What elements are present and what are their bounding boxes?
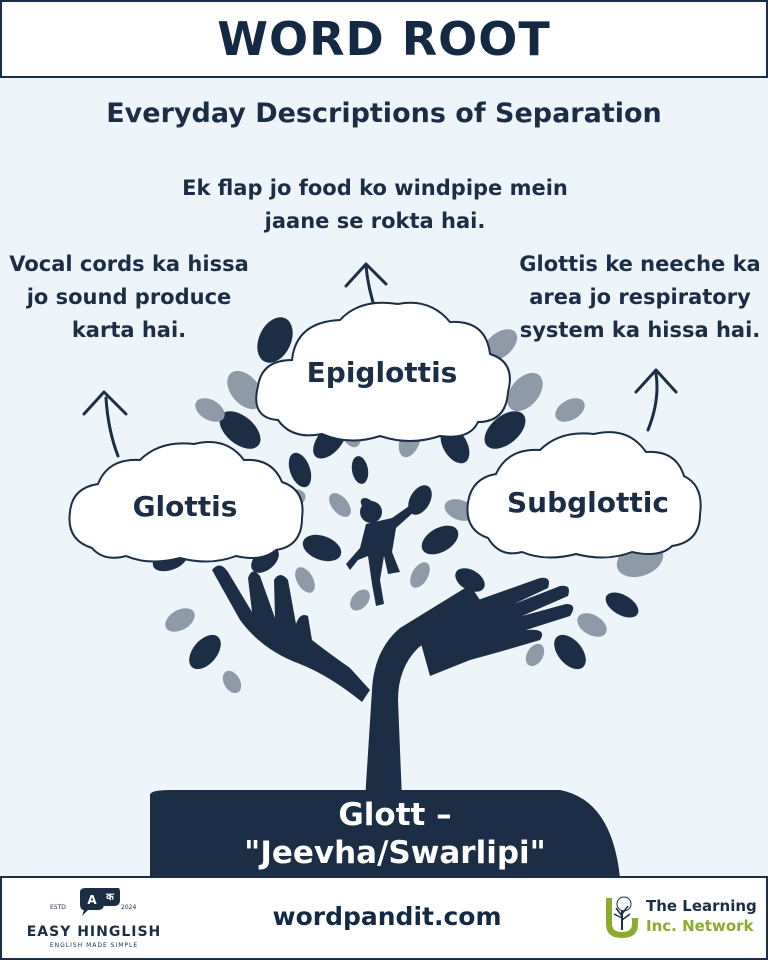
root-word-line2: "Jeevha/Swarlipi" (244, 835, 546, 871)
leaves-dark (152, 317, 639, 670)
badge-k: क (105, 892, 115, 903)
root-word-line1: Glott – (338, 797, 452, 833)
header-banner: WORD ROOT (0, 0, 768, 78)
description-left: Vocal cords ka hissa jo sound produce ka… (9, 252, 249, 342)
cloud-subglottic (466, 431, 702, 559)
description-top: Ek flap jo food ko windpipe mein jaane s… (182, 176, 568, 233)
tree-trunk (365, 585, 480, 800)
cloud-epiglottis (255, 301, 511, 442)
cloud-label-glottis: Glottis (132, 490, 238, 523)
footer: A क ESTD 2024 EASY HINGLISH ENGLISH MADE… (0, 876, 768, 960)
cloud-label-subglottic: Subglottic (507, 486, 669, 519)
site-link[interactable]: wordpandit.com (272, 902, 502, 931)
learning-inc-line2: Inc. Network (646, 917, 754, 935)
estd-label: ESTD (50, 904, 66, 911)
root-mound (150, 790, 620, 878)
root-word: Glott – "Jeevha/Swarlipi" (180, 796, 610, 872)
estd-year: 2024 (121, 904, 137, 911)
learning-inc-line1: The Learning (646, 897, 757, 915)
child-figure (346, 498, 416, 606)
cloud-label-epiglottis: Epiglottis (306, 356, 458, 389)
description-right: Glottis ke neeche ka area jo respiratory… (519, 252, 761, 342)
page-title: WORD ROOT (217, 12, 551, 66)
badge-a: A (87, 893, 97, 907)
tree-u-icon (606, 896, 638, 938)
easy-hinglish-tagline: ENGLISH MADE SIMPLE (49, 942, 139, 949)
cloud-glottis (68, 441, 304, 563)
speech-bubble-icon: A क (80, 886, 120, 916)
cloud-shapes (68, 301, 702, 563)
easy-hinglish-logo: A क ESTD 2024 EASY HINGLISH ENGLISH MADE… (24, 886, 164, 952)
learning-inc-text: The Learning Inc. Network (646, 896, 757, 936)
right-hand (420, 577, 574, 676)
subtitle: Everyday Descriptions of Separation (106, 98, 662, 129)
easy-hinglish-name: EASY HINGLISH (26, 924, 162, 940)
learning-inc-logo: The Learning Inc. Network (602, 894, 762, 944)
left-hand (212, 565, 370, 702)
arrow-up-right-icon (634, 368, 678, 432)
arrow-up-left-icon (82, 390, 128, 458)
